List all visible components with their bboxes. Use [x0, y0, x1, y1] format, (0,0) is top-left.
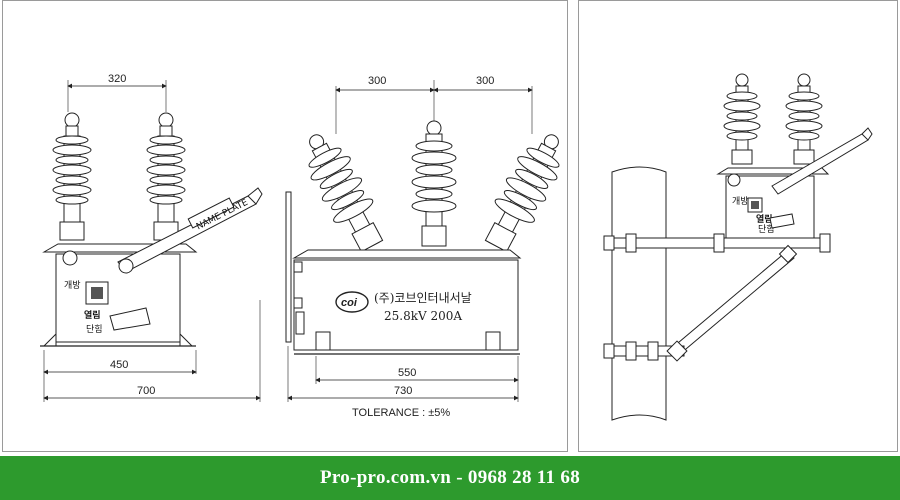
dim-300-right-label: 300	[476, 75, 494, 87]
front-operating-handle: NAME PLATE	[117, 187, 263, 274]
tank-rating: 25.8kV 200A	[384, 309, 462, 323]
front-right-bushing	[146, 112, 186, 241]
front-label-close-1: 열림	[84, 309, 101, 321]
dim-300-left-label: 300	[368, 75, 386, 87]
mount-label-open: 개방	[732, 196, 749, 207]
svg-text:coi: coi	[341, 297, 358, 309]
pole-mount-view: 개방 열림 단힘	[603, 73, 873, 421]
mount-diagonal-brace	[671, 251, 795, 355]
dim-550-label: 550	[398, 367, 416, 379]
footer-contact-text: Pro-pro.com.vn - 0968 28 11 68	[319, 467, 581, 488]
side-center-bushing	[411, 120, 457, 247]
mount-right-bushing	[785, 73, 823, 165]
mount-label-close-1: 열림	[756, 213, 773, 225]
dim-700-label: 700	[137, 385, 155, 397]
dim-730-label: 730	[394, 385, 412, 397]
front-label-close-2: 단힘	[86, 324, 103, 335]
side-tank	[293, 259, 519, 351]
footer-banner: Pro-pro.com.vn - 0968 28 11 68	[0, 456, 900, 500]
tank-company-name: (주)코브인터내서날	[374, 291, 472, 305]
utility-pole	[611, 166, 667, 421]
tolerance-note: TOLERANCE : ±5%	[352, 407, 450, 419]
front-label-open: 개방	[64, 280, 81, 291]
dim-450-label: 450	[110, 359, 128, 371]
technical-drawing: 320	[40, 73, 873, 421]
front-left-bushing	[52, 112, 92, 241]
mount-left-bushing	[723, 73, 761, 165]
mount-label-close-2: 단힘	[758, 224, 775, 235]
side-right-bushing	[484, 134, 560, 253]
company-logo	[335, 291, 369, 313]
drawing-panel-left	[2, 0, 568, 452]
side-view: 300 300	[285, 75, 560, 419]
side-left-bushing	[308, 134, 384, 253]
mount-operating-handle	[771, 133, 869, 195]
mount-tank	[725, 175, 815, 241]
dim-320-label: 320	[108, 73, 126, 85]
front-view: 320	[40, 73, 263, 402]
